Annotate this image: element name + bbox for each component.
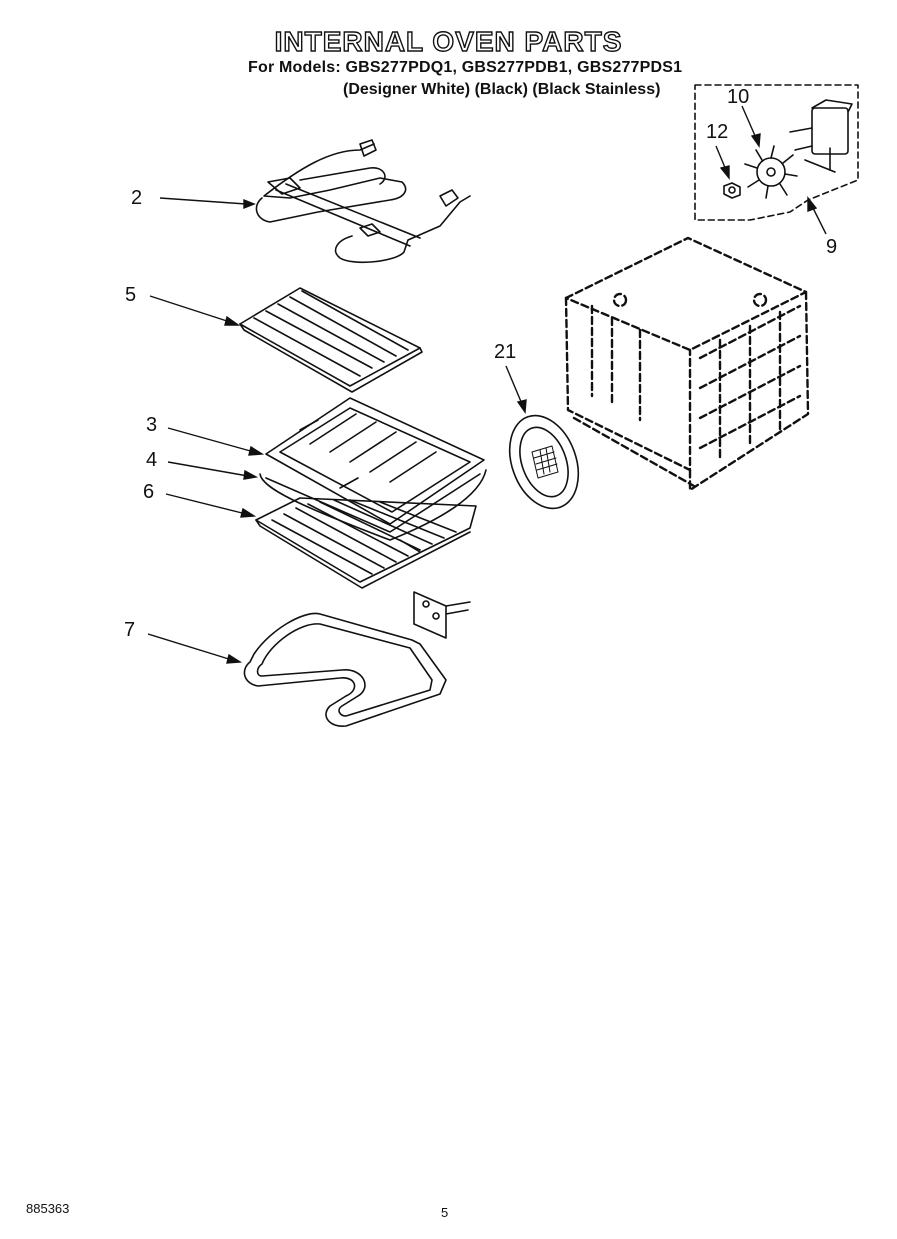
callout-2: 2 — [131, 187, 143, 209]
leader-9 — [811, 205, 827, 235]
leader-3 — [167, 427, 255, 453]
callout-3: 3 — [146, 414, 158, 436]
broiler-grid-part-3 — [265, 397, 485, 525]
leader-7 — [147, 633, 233, 661]
leader-5 — [149, 295, 231, 323]
leader-2 — [159, 197, 247, 205]
page-number: 5 — [441, 1205, 449, 1220]
broiler-shield-part-5 — [239, 287, 423, 393]
broiler-pan-part-4 — [259, 469, 487, 541]
inset-box-part-9 — [694, 84, 859, 221]
broil-element-part-2 — [255, 139, 471, 264]
page-title: INTERNAL OVEN PARTS — [274, 25, 623, 57]
callout-7: 7 — [124, 619, 136, 641]
callout-6: 6 — [143, 481, 155, 503]
callout-4: 4 — [146, 449, 158, 471]
leader-6 — [165, 493, 247, 515]
convection-fan-part-10 — [744, 145, 798, 199]
fan-cover-part-21 — [508, 414, 580, 510]
leader-21 — [505, 365, 523, 405]
callout-10: 10 — [727, 86, 750, 108]
variants-line: (Designer White) (Black) (Black Stainles… — [343, 81, 661, 98]
callout-9: 9 — [826, 236, 838, 258]
leader-4 — [167, 461, 249, 477]
oven-cavity — [564, 236, 810, 492]
leader-10 — [741, 105, 757, 139]
fan-motor — [789, 99, 853, 173]
callout-12: 12 — [706, 121, 729, 143]
bake-element-part-7 — [243, 591, 471, 727]
models-line: For Models: GBS277PDQ1, GBS277PDB1, GBS2… — [248, 59, 683, 76]
callout-21: 21 — [494, 341, 517, 363]
document-code: 885363 — [26, 1201, 70, 1216]
fan-nut-part-12 — [723, 182, 741, 199]
callout-5: 5 — [125, 284, 137, 306]
leader-12 — [715, 145, 727, 171]
oven-rack-part-6 — [255, 497, 477, 589]
